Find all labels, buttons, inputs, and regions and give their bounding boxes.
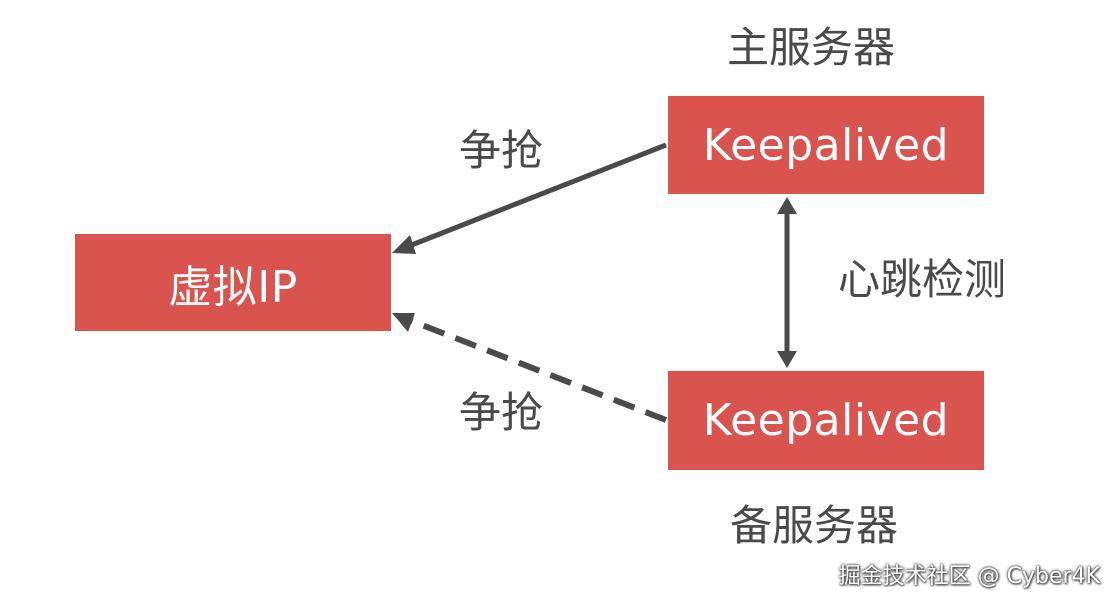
backup-keepalived-box: Keepalived: [668, 371, 984, 470]
compete-label-bottom: 争抢: [459, 388, 544, 437]
backup-keepalived-label: Keepalived: [702, 395, 950, 446]
compete-label-top: 争抢: [459, 126, 544, 175]
virtual-ip-box: 虚拟IP: [75, 234, 391, 331]
master-server-title: 主服务器: [727, 23, 896, 72]
compete-arrow-dashed: [392, 313, 668, 423]
compete-arrow-solid: [392, 142, 667, 254]
heartbeat-label: 心跳检测: [838, 255, 1007, 304]
heartbeat-arrow: [777, 197, 797, 368]
virtual-ip-label: 虚拟IP: [168, 261, 298, 313]
master-keepalived-label: Keepalived: [702, 119, 950, 171]
backup-server-title: 备服务器: [730, 501, 899, 550]
watermark: 掘金技术社区 @ Cyber4K: [838, 564, 1100, 589]
master-keepalived-box: Keepalived: [668, 96, 984, 194]
